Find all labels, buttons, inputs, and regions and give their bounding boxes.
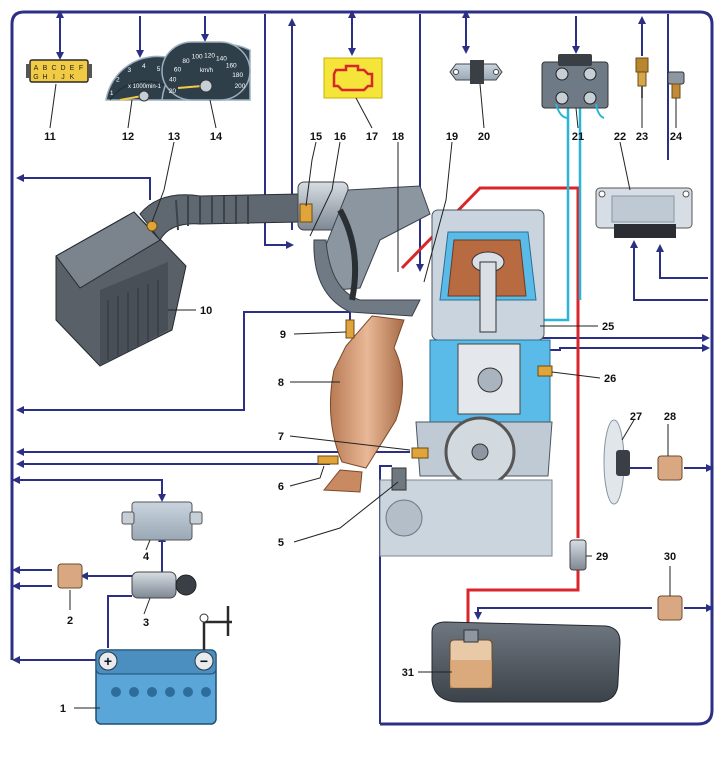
speedometer-tick-label: 100 (192, 53, 203, 60)
tachometer-tick-label: 5 (157, 66, 161, 73)
speedometer-tick-label: 160 (226, 63, 237, 70)
tachometer-scale-label: x 1000min-1 (128, 84, 162, 90)
speedometer-tick-label: 180 (232, 72, 243, 79)
fuel-filter (569, 539, 587, 571)
callout-5: 5 (278, 537, 284, 549)
callout-22: 22 (614, 131, 626, 143)
callout-16: 16 (334, 131, 346, 143)
fuse-letter: G (33, 74, 38, 81)
speedometer-tick-label: 80 (182, 58, 190, 65)
fuse-letter: C (51, 65, 56, 72)
speedometer-unit: km/h (200, 68, 213, 74)
module-4 (121, 501, 203, 541)
right-connectors (474, 240, 714, 620)
fuse-letter: B (43, 65, 48, 72)
speedometer-tick-label: 140 (216, 56, 227, 63)
battery: + − (95, 606, 232, 725)
ignition-module (541, 54, 609, 119)
tachometer-tick-label: 2 (116, 77, 120, 84)
callout-14: 14 (210, 131, 223, 143)
callout-23: 23 (636, 131, 648, 143)
fuse-letter: I (53, 74, 55, 81)
relay-28 (657, 455, 683, 481)
fuel-tank (431, 621, 621, 703)
callout-11: 11 (44, 131, 56, 143)
battery-plus-label: + (104, 653, 112, 669)
speedometer-tick-label: 120 (204, 53, 215, 60)
callout-19: 19 (446, 131, 458, 143)
ignition-switch (131, 571, 197, 599)
callout-28: 28 (664, 411, 676, 423)
speedometer-tick-label: 200 (235, 83, 246, 90)
callout-numbers: 1 2 3 4 5 6 7 8 9 10 11 12 13 14 15 16 1… (44, 131, 683, 715)
callout-12: 12 (122, 131, 134, 143)
fuse-letter: H (42, 74, 47, 81)
callout-31: 31 (402, 667, 414, 679)
callout-24: 24 (670, 131, 683, 143)
fuse-letter: A (34, 65, 39, 72)
ignition-signal-line (540, 94, 582, 322)
callout-13: 13 (168, 131, 180, 143)
catalytic-converter (317, 315, 405, 493)
tachometer-tick-label: 4 (142, 63, 146, 70)
fuse-letter: E (70, 65, 75, 72)
tachometer-tick-label: 3 (127, 67, 131, 74)
relay-30 (657, 595, 683, 621)
engine-block (379, 209, 553, 557)
air-filter-housing (55, 211, 187, 367)
callout-17: 17 (366, 131, 378, 143)
callout-21: 21 (572, 131, 584, 143)
speedometer-tick-label: 40 (169, 77, 177, 84)
callout-4: 4 (143, 551, 150, 563)
callout-7: 7 (278, 431, 284, 443)
callout-1: 1 (60, 703, 66, 715)
cooling-fan (603, 419, 630, 505)
callout-15: 15 (310, 131, 322, 143)
sensor-24 (667, 71, 685, 99)
tachometer-tick-label: 1 (110, 90, 114, 97)
engine-control-unit (595, 187, 693, 238)
fuse-letter: D (60, 65, 65, 72)
leader-lines (49, 83, 677, 709)
callout-20: 20 (478, 131, 490, 143)
speedometer-tick-label: 60 (174, 66, 182, 73)
callout-29: 29 (596, 551, 608, 563)
speedometer-tick-label: 20 (169, 88, 177, 95)
callout-9: 9 (280, 329, 286, 341)
callout-6: 6 (278, 481, 284, 493)
callout-8: 8 (278, 377, 284, 389)
battery-minus-label: − (200, 653, 208, 669)
callout-25: 25 (602, 321, 614, 333)
callout-10: 10 (200, 305, 212, 317)
fuse-letter: F (79, 65, 83, 72)
callout-30: 30 (664, 551, 676, 563)
callout-26: 26 (604, 373, 616, 385)
check-engine-lamp (323, 57, 383, 99)
fuse-letter: K (70, 74, 75, 81)
intake-hose (139, 193, 301, 241)
engine-icon (332, 64, 374, 92)
relay-2 (57, 563, 83, 589)
callout-18: 18 (392, 131, 404, 143)
intake-manifold (297, 181, 431, 317)
fuse-letter: J (61, 74, 65, 81)
callout-2: 2 (67, 615, 73, 627)
callout-3: 3 (143, 617, 149, 629)
sensor-23 (635, 57, 649, 98)
sensor-20 (449, 60, 503, 84)
callout-27: 27 (630, 411, 642, 423)
